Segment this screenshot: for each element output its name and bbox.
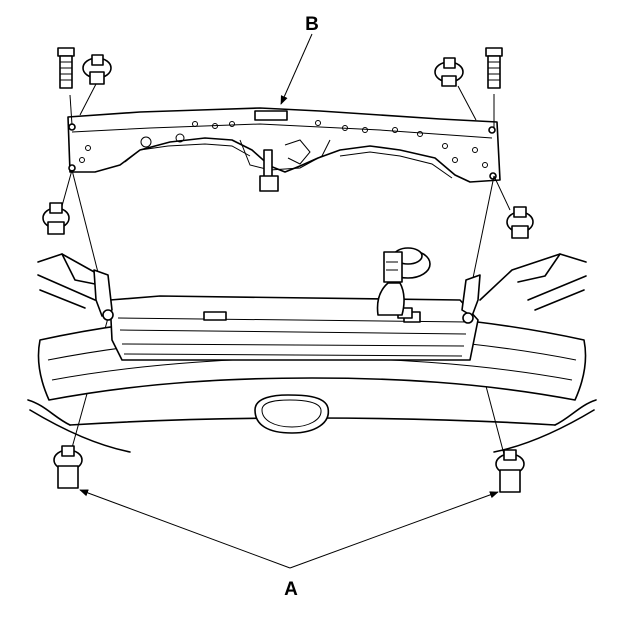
upper-radiator-support bbox=[67, 107, 501, 192]
flange-bolt-icon bbox=[495, 449, 525, 493]
callout-b-arrow bbox=[280, 33, 313, 105]
bolt-icon bbox=[57, 47, 75, 89]
radiator-core bbox=[109, 295, 479, 361]
flange-bolt-icon bbox=[82, 54, 112, 85]
bolt-icon bbox=[485, 47, 503, 89]
side-brackets bbox=[93, 269, 481, 324]
radiator-cap-assembly bbox=[376, 247, 431, 316]
flange-bolt-icon bbox=[506, 206, 534, 239]
callout-b-label: B bbox=[305, 14, 319, 35]
callout-a-label: A bbox=[284, 579, 298, 600]
flange-bolt-icon bbox=[53, 445, 83, 489]
flange-bolt-icon bbox=[434, 57, 464, 87]
flange-bolt-icon bbox=[42, 202, 70, 235]
callout-a-arrows bbox=[79, 489, 499, 569]
